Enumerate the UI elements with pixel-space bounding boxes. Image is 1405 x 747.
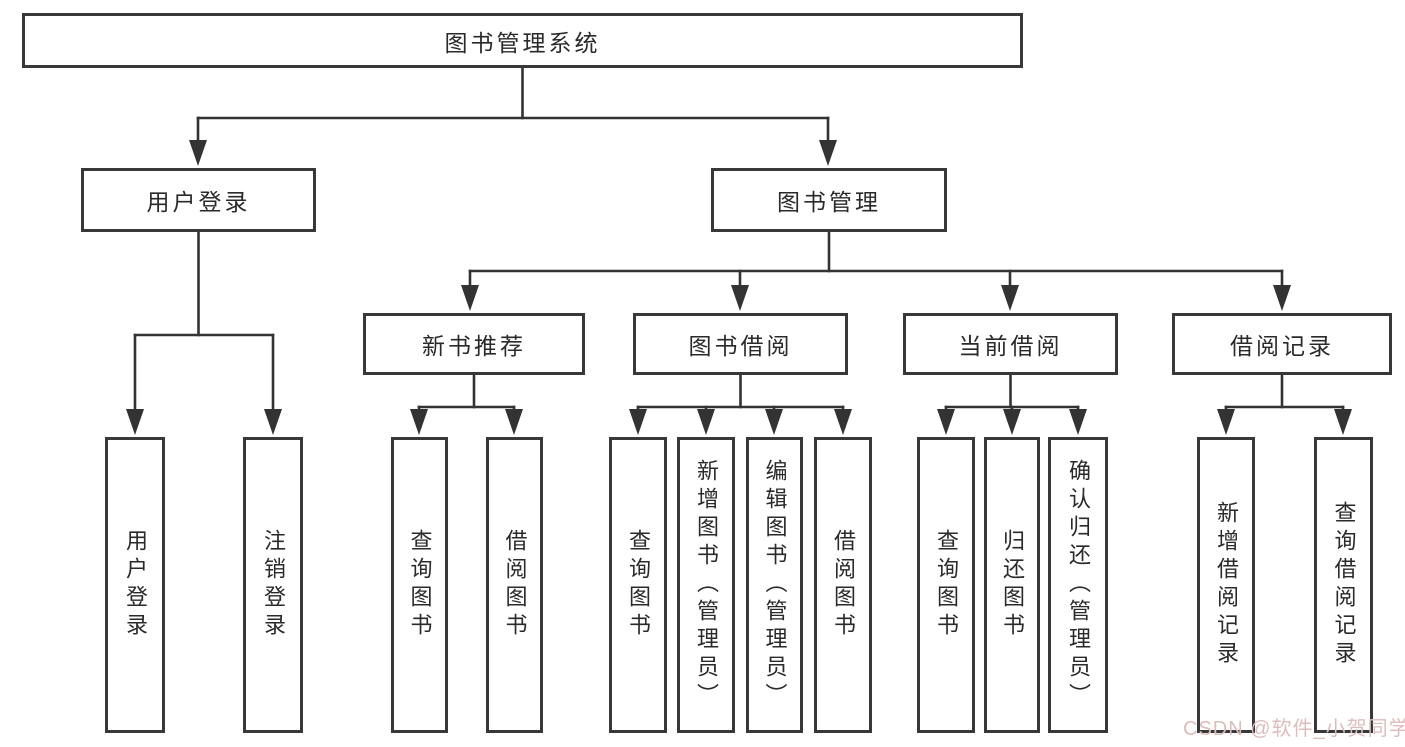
leaf-borrow-add-book-admin: 新增图书（管理员）	[677, 437, 735, 733]
leaf-current-return-book: 归还图书	[984, 437, 1040, 733]
leaf-record-query-borrow-record: 查询借阅记录	[1314, 437, 1373, 733]
node-book-management: 图书管理	[711, 168, 947, 232]
leaf-current-confirm-return-admin: 确认归还（管理员）	[1048, 437, 1108, 733]
leaf-newbook-borrow-book: 借阅图书	[486, 437, 543, 733]
leaf-record-add-borrow-record: 新增借阅记录	[1197, 437, 1255, 733]
leaf-borrow-edit-book-admin: 编辑图书（管理员）	[746, 437, 803, 733]
leaf-current-query-book: 查询图书	[917, 437, 975, 733]
arrowhead-icons	[126, 140, 1352, 435]
node-new-book-recommend: 新书推荐	[363, 313, 585, 375]
node-borrow-record: 借阅记录	[1172, 313, 1392, 375]
leaf-borrow-query-book: 查询图书	[609, 437, 667, 733]
csdn-watermark: CSDN @软件_小贺同学	[1183, 718, 1405, 740]
leaf-borrow-borrow-book: 借阅图书	[814, 437, 872, 733]
node-root-library-system: 图书管理系统	[22, 13, 1023, 68]
leaf-logout: 注销登录	[243, 437, 303, 733]
leaf-user-login: 用户登录	[105, 437, 165, 733]
node-current-borrow: 当前借阅	[903, 313, 1118, 375]
node-user-login: 用户登录	[81, 168, 316, 232]
leaf-newbook-query-book: 查询图书	[391, 437, 448, 733]
node-book-borrow: 图书借阅	[633, 313, 848, 375]
